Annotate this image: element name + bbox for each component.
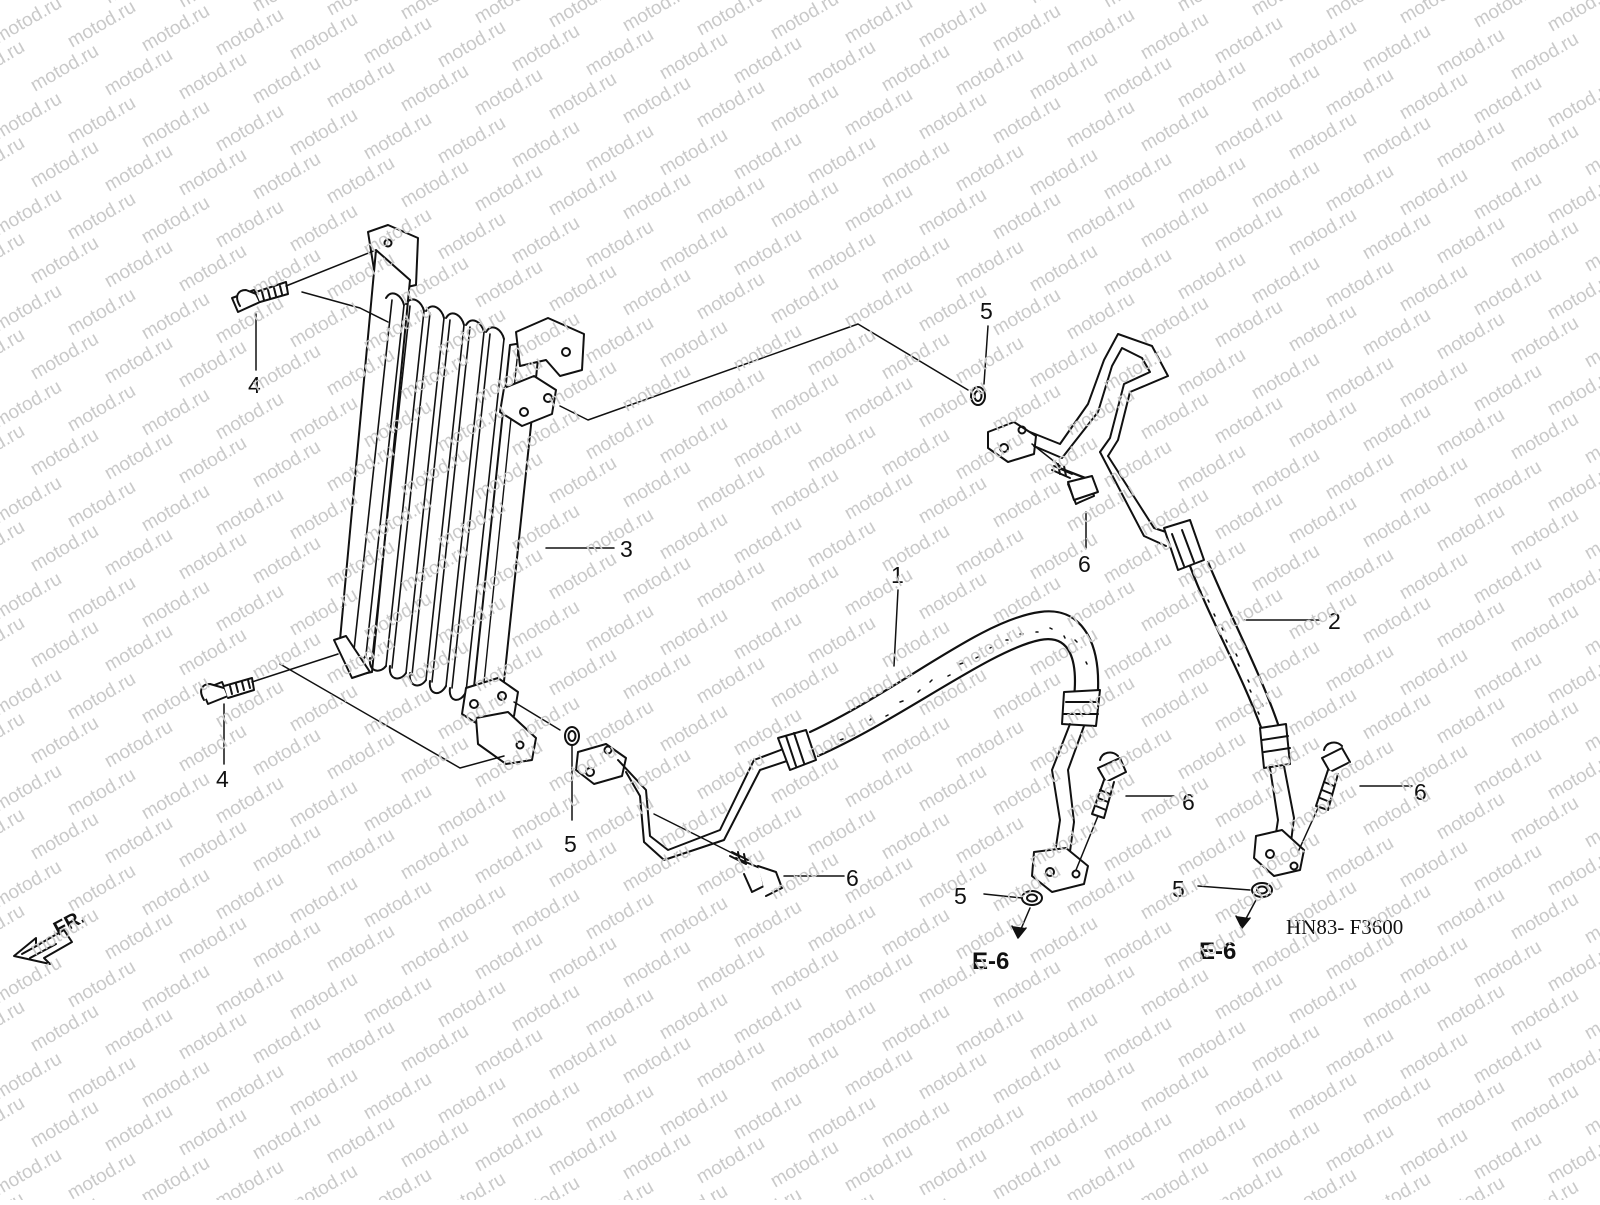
callout-5-top: 5 (980, 298, 993, 324)
o-ring-5-left (564, 726, 580, 746)
callout-6-top: 6 (1078, 551, 1091, 577)
callout-2: 2 (1328, 608, 1341, 634)
callout-6-right: 6 (1414, 779, 1427, 805)
front-arrow-icon: FR. (13, 906, 89, 965)
bolt-6-top (1051, 463, 1099, 505)
bolt-6-mid (1091, 751, 1127, 819)
oil-cooler (333, 224, 585, 765)
diagram-code: HN83- F3600 (1286, 915, 1403, 939)
callout-5-mid: 5 (954, 883, 967, 909)
oil-cooler-hose-1 (575, 610, 1101, 893)
callout-5-right: 5 (1172, 876, 1185, 902)
callout-4-upper: 4 (248, 372, 261, 398)
leader-lines (223, 249, 1413, 939)
callout-1: 1 (891, 562, 904, 588)
ref-e6-left: E-6 (972, 948, 1009, 975)
bolt-6-bottom (729, 851, 783, 897)
bolt-4-upper (231, 281, 289, 313)
bolt-6-right (1315, 741, 1351, 811)
callout-6-mid: 6 (1182, 789, 1195, 815)
ref-e6-right: E-6 (1199, 938, 1236, 965)
callouts: 1 2 3 4 4 5 5 5 5 6 6 6 6 (216, 298, 1427, 909)
o-ring-5-top (970, 386, 986, 406)
o-ring-5-right (1251, 882, 1273, 898)
o-ring-5-mid (1021, 890, 1043, 906)
callout-4-lower: 4 (216, 766, 229, 792)
callout-3: 3 (620, 536, 633, 562)
callout-5-left: 5 (564, 831, 577, 857)
bolt-4-lower (200, 677, 255, 705)
oil-cooler-hose-2 (987, 333, 1305, 877)
callout-6-bottom: 6 (846, 865, 859, 891)
